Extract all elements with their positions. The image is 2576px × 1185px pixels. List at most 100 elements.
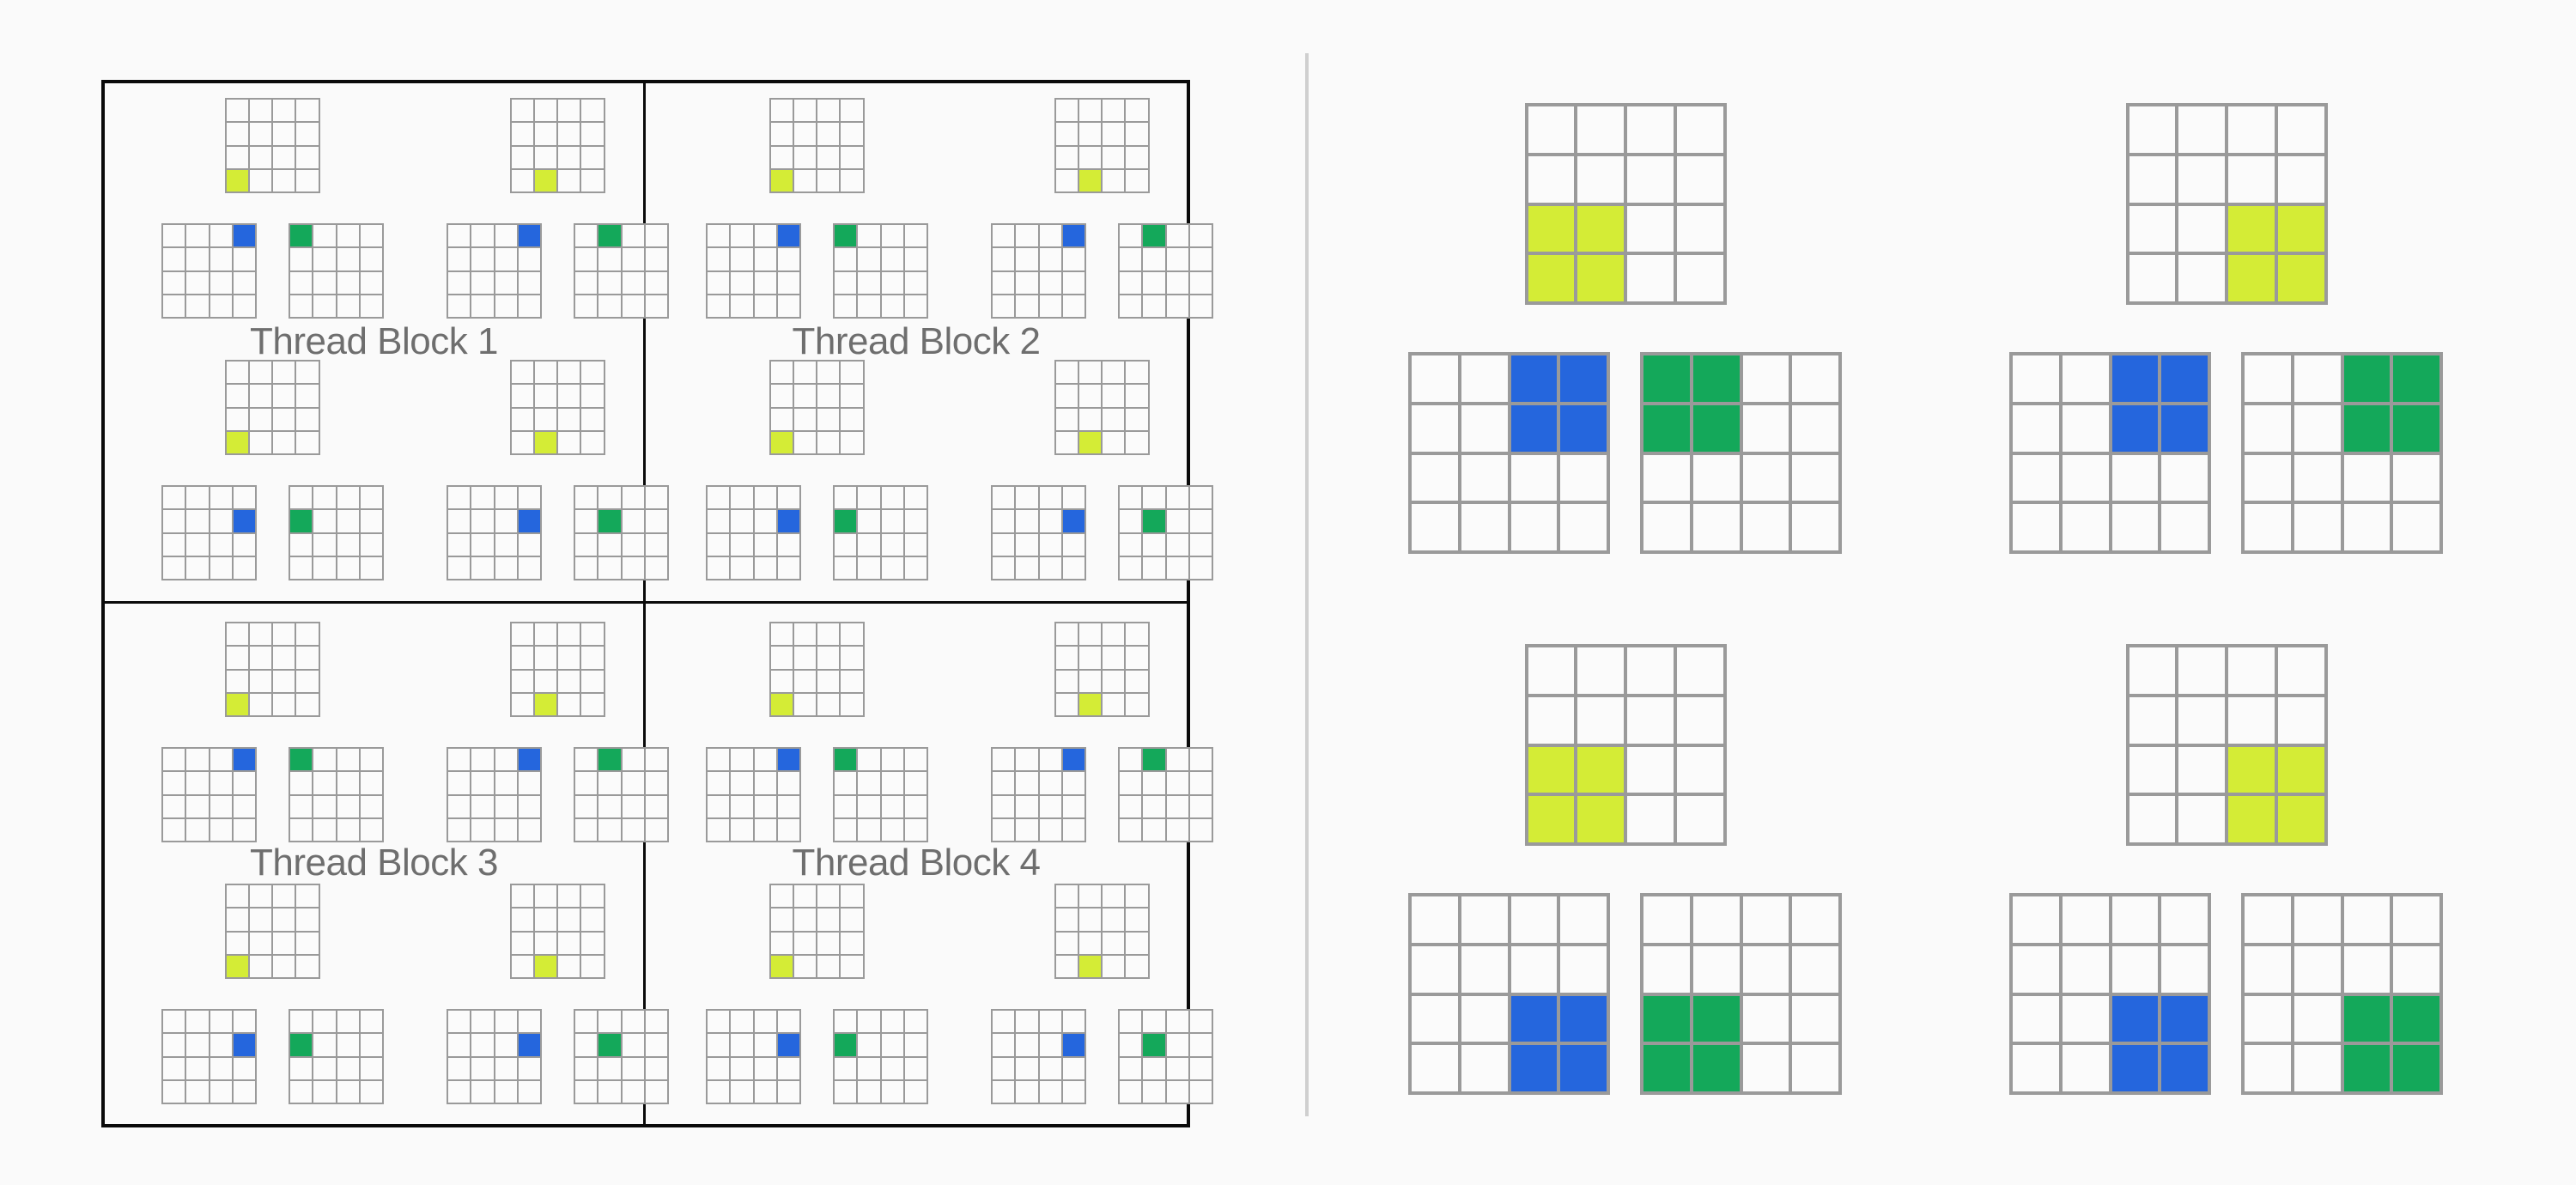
grid-cell bbox=[1627, 746, 1674, 793]
a-fragment-tile[interactable] bbox=[1408, 352, 1610, 554]
a-fragment-tile[interactable] bbox=[447, 747, 542, 842]
grid-cell bbox=[622, 1034, 644, 1056]
b-fragment-tile[interactable] bbox=[289, 485, 384, 580]
accumulator-tile[interactable] bbox=[769, 360, 865, 455]
grid-cell-highlighted bbox=[2343, 356, 2391, 402]
b-fragment-tile[interactable] bbox=[574, 1009, 669, 1104]
b-fragment-tile[interactable] bbox=[1118, 1009, 1213, 1104]
b-fragment-tile[interactable] bbox=[289, 223, 384, 319]
accumulator-tile[interactable] bbox=[2125, 644, 2328, 846]
grid-cell bbox=[2062, 404, 2109, 452]
a-fragment-tile[interactable] bbox=[161, 485, 257, 580]
grid-cell bbox=[273, 932, 295, 954]
accumulator-tile[interactable] bbox=[769, 622, 865, 717]
grid-cell bbox=[1560, 454, 1607, 501]
grid-cell bbox=[993, 487, 1015, 509]
a-fragment-tile[interactable] bbox=[706, 747, 801, 842]
accumulator-tile[interactable] bbox=[509, 98, 605, 193]
b-fragment-tile[interactable] bbox=[833, 223, 928, 319]
a-fragment-tile[interactable] bbox=[991, 1009, 1086, 1104]
grid-cell bbox=[2062, 454, 2109, 501]
accumulator-tile[interactable] bbox=[2125, 103, 2328, 305]
a-fragment-tile[interactable] bbox=[161, 1009, 257, 1104]
a-fragment-tile[interactable] bbox=[706, 485, 801, 580]
grid-cell bbox=[1166, 1080, 1188, 1103]
grid-cell bbox=[858, 795, 880, 817]
a-fragment-tile[interactable] bbox=[161, 223, 257, 319]
b-fragment-tile[interactable] bbox=[833, 1009, 928, 1104]
b-fragment-tile[interactable] bbox=[1118, 223, 1213, 319]
grid-cell bbox=[575, 225, 598, 247]
grid-cell bbox=[448, 487, 471, 509]
grid-cell bbox=[448, 1011, 471, 1033]
accumulator-tile[interactable] bbox=[1054, 360, 1150, 455]
b-fragment-tile[interactable] bbox=[2241, 893, 2443, 1095]
accumulator-tile[interactable] bbox=[509, 360, 605, 455]
accumulator-tile[interactable] bbox=[224, 98, 320, 193]
grid-cell bbox=[495, 295, 517, 317]
grid-cell-highlighted bbox=[770, 431, 793, 453]
grid-cell-highlighted bbox=[1528, 255, 1575, 301]
grid-cell bbox=[581, 623, 604, 646]
grid-cell bbox=[835, 772, 857, 794]
accumulator-tile[interactable] bbox=[769, 884, 865, 979]
grid-cell bbox=[249, 169, 271, 191]
grid-cell bbox=[1055, 955, 1078, 977]
a-fragment-tile[interactable] bbox=[1408, 893, 1610, 1095]
a-fragment-tile[interactable] bbox=[2009, 893, 2211, 1095]
a-fragment-tile[interactable] bbox=[706, 1009, 801, 1104]
a-fragment-tile[interactable] bbox=[991, 747, 1086, 842]
grid-cell bbox=[1016, 487, 1038, 509]
b-fragment-tile[interactable] bbox=[833, 747, 928, 842]
accumulator-tile[interactable] bbox=[1054, 98, 1150, 193]
grid-cell bbox=[770, 623, 793, 646]
b-fragment-tile[interactable] bbox=[1640, 893, 1842, 1095]
accumulator-tile[interactable] bbox=[224, 360, 320, 455]
grid-cell bbox=[770, 362, 793, 384]
grid-cell-highlighted bbox=[1143, 1034, 1165, 1056]
a-fragment-tile[interactable] bbox=[447, 485, 542, 580]
grid-cell bbox=[754, 818, 776, 841]
grid-cell bbox=[360, 225, 382, 247]
accumulator-tile[interactable] bbox=[224, 884, 320, 979]
grid-cell bbox=[645, 795, 667, 817]
accumulator-tile[interactable] bbox=[769, 98, 865, 193]
accumulator-tile[interactable] bbox=[1054, 884, 1150, 979]
b-fragment-tile[interactable] bbox=[289, 747, 384, 842]
b-fragment-tile[interactable] bbox=[574, 223, 669, 319]
a-fragment-tile[interactable] bbox=[447, 1009, 542, 1104]
accumulator-tile[interactable] bbox=[1524, 644, 1727, 846]
grid-cell bbox=[233, 556, 255, 579]
grid-cell bbox=[858, 248, 880, 270]
b-fragment-tile[interactable] bbox=[1118, 747, 1213, 842]
b-fragment-tile[interactable] bbox=[289, 1009, 384, 1104]
grid-cell bbox=[1143, 556, 1165, 579]
b-fragment-tile[interactable] bbox=[574, 485, 669, 580]
b-fragment-tile[interactable] bbox=[574, 747, 669, 842]
a-fragment-tile[interactable] bbox=[991, 485, 1086, 580]
grid-cell bbox=[904, 1057, 927, 1079]
a-fragment-tile[interactable] bbox=[447, 223, 542, 319]
accumulator-tile[interactable] bbox=[509, 622, 605, 717]
a-fragment-tile[interactable] bbox=[706, 223, 801, 319]
accumulator-tile[interactable] bbox=[1524, 103, 1727, 305]
accumulator-tile[interactable] bbox=[1054, 622, 1150, 717]
accumulator-tile[interactable] bbox=[224, 622, 320, 717]
b-fragment-tile[interactable] bbox=[833, 485, 928, 580]
grid-cell bbox=[249, 385, 271, 407]
grid-cell bbox=[296, 123, 319, 145]
grid-cell-highlighted bbox=[598, 749, 621, 771]
grid-cell bbox=[835, 271, 857, 294]
a-fragment-tile[interactable] bbox=[161, 747, 257, 842]
grid-cell bbox=[360, 1080, 382, 1103]
b-fragment-tile[interactable] bbox=[1640, 352, 1842, 554]
b-fragment-tile[interactable] bbox=[1118, 485, 1213, 580]
grid-cell bbox=[2343, 896, 2391, 943]
b-fragment-tile[interactable] bbox=[2241, 352, 2443, 554]
grid-cell bbox=[2178, 205, 2225, 252]
a-fragment-tile[interactable] bbox=[2009, 352, 2211, 554]
accumulator-tile[interactable] bbox=[509, 884, 605, 979]
a-fragment-tile[interactable] bbox=[991, 223, 1086, 319]
grid-cell bbox=[2111, 945, 2159, 993]
grid-cell bbox=[858, 533, 880, 556]
